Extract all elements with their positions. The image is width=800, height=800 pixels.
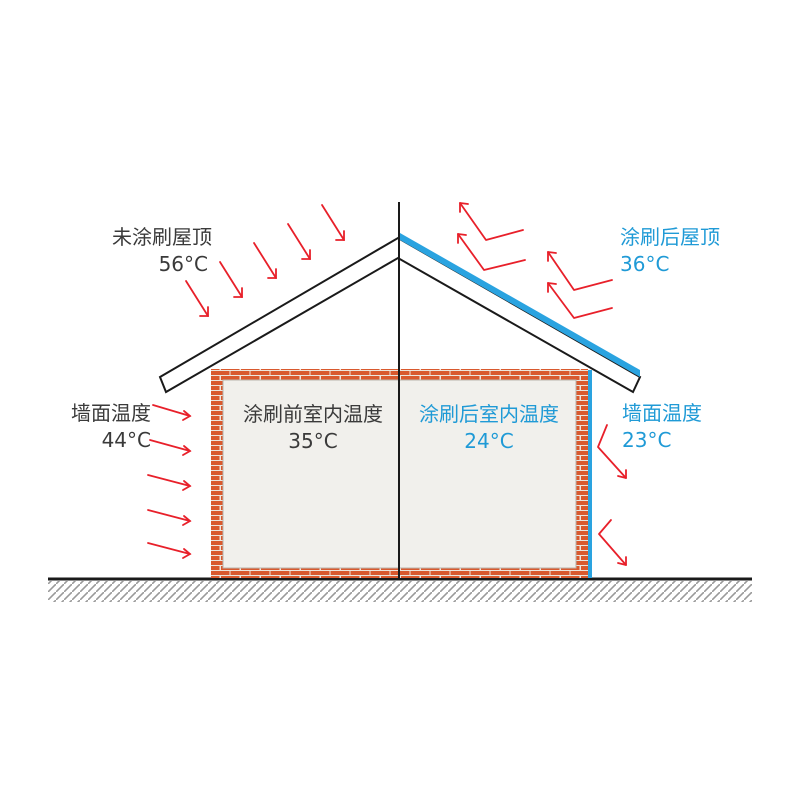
wall-uncoated-temp: 44°C: [102, 428, 151, 452]
wall-coated-temp: 23°C: [622, 428, 671, 452]
arrow-down-right-icon: [219, 261, 243, 298]
arrow-down-right-icon: [321, 204, 345, 241]
indoor-coated-title: 涂刷后室内温度: [419, 402, 559, 426]
arrow-down-right-icon: [152, 404, 192, 421]
incoming-heat-wall: [147, 404, 192, 559]
indoor-uncoated-temp: 35°C: [288, 429, 337, 453]
incoming-heat-roof: [185, 204, 345, 317]
roof-coated-temp: 36°C: [620, 252, 669, 276]
arrow-down-right-icon: [287, 223, 311, 260]
arrow-reflect-icon: [457, 233, 526, 271]
indoor-uncoated-title: 涂刷前室内温度: [243, 402, 383, 426]
arrow-down-right-icon: [147, 474, 192, 491]
arrow-down-right-icon: [147, 509, 192, 526]
arrow-down-right-icon: [185, 280, 209, 317]
arrow-reflect-icon: [547, 251, 613, 291]
reflected-heat-roof: [457, 202, 613, 319]
reflected-heat-wall: [597, 424, 627, 566]
arrow-reflect-icon: [547, 282, 613, 319]
arrow-reflect-icon: [598, 519, 627, 566]
arrow-reflect-icon: [459, 202, 524, 241]
arrow-down-right-icon: [253, 242, 277, 279]
wall-coating: [588, 370, 592, 578]
wall-coated-title: 墙面温度: [622, 401, 702, 425]
arrow-down-right-icon: [147, 542, 192, 559]
roof-uncoated-title: 未涂刷屋顶: [112, 225, 212, 249]
wall-uncoated-title: 墙面温度: [71, 401, 151, 425]
arrow-reflect-icon: [597, 424, 627, 479]
arrow-down-right-icon: [149, 439, 192, 456]
indoor-coated-temp: 24°C: [464, 429, 513, 453]
roof-coated-title: 涂刷后屋顶: [620, 225, 720, 249]
roof-uncoated-temp: 56°C: [159, 252, 208, 276]
ground-hatch: [48, 581, 752, 602]
roof-coating: [400, 233, 640, 377]
